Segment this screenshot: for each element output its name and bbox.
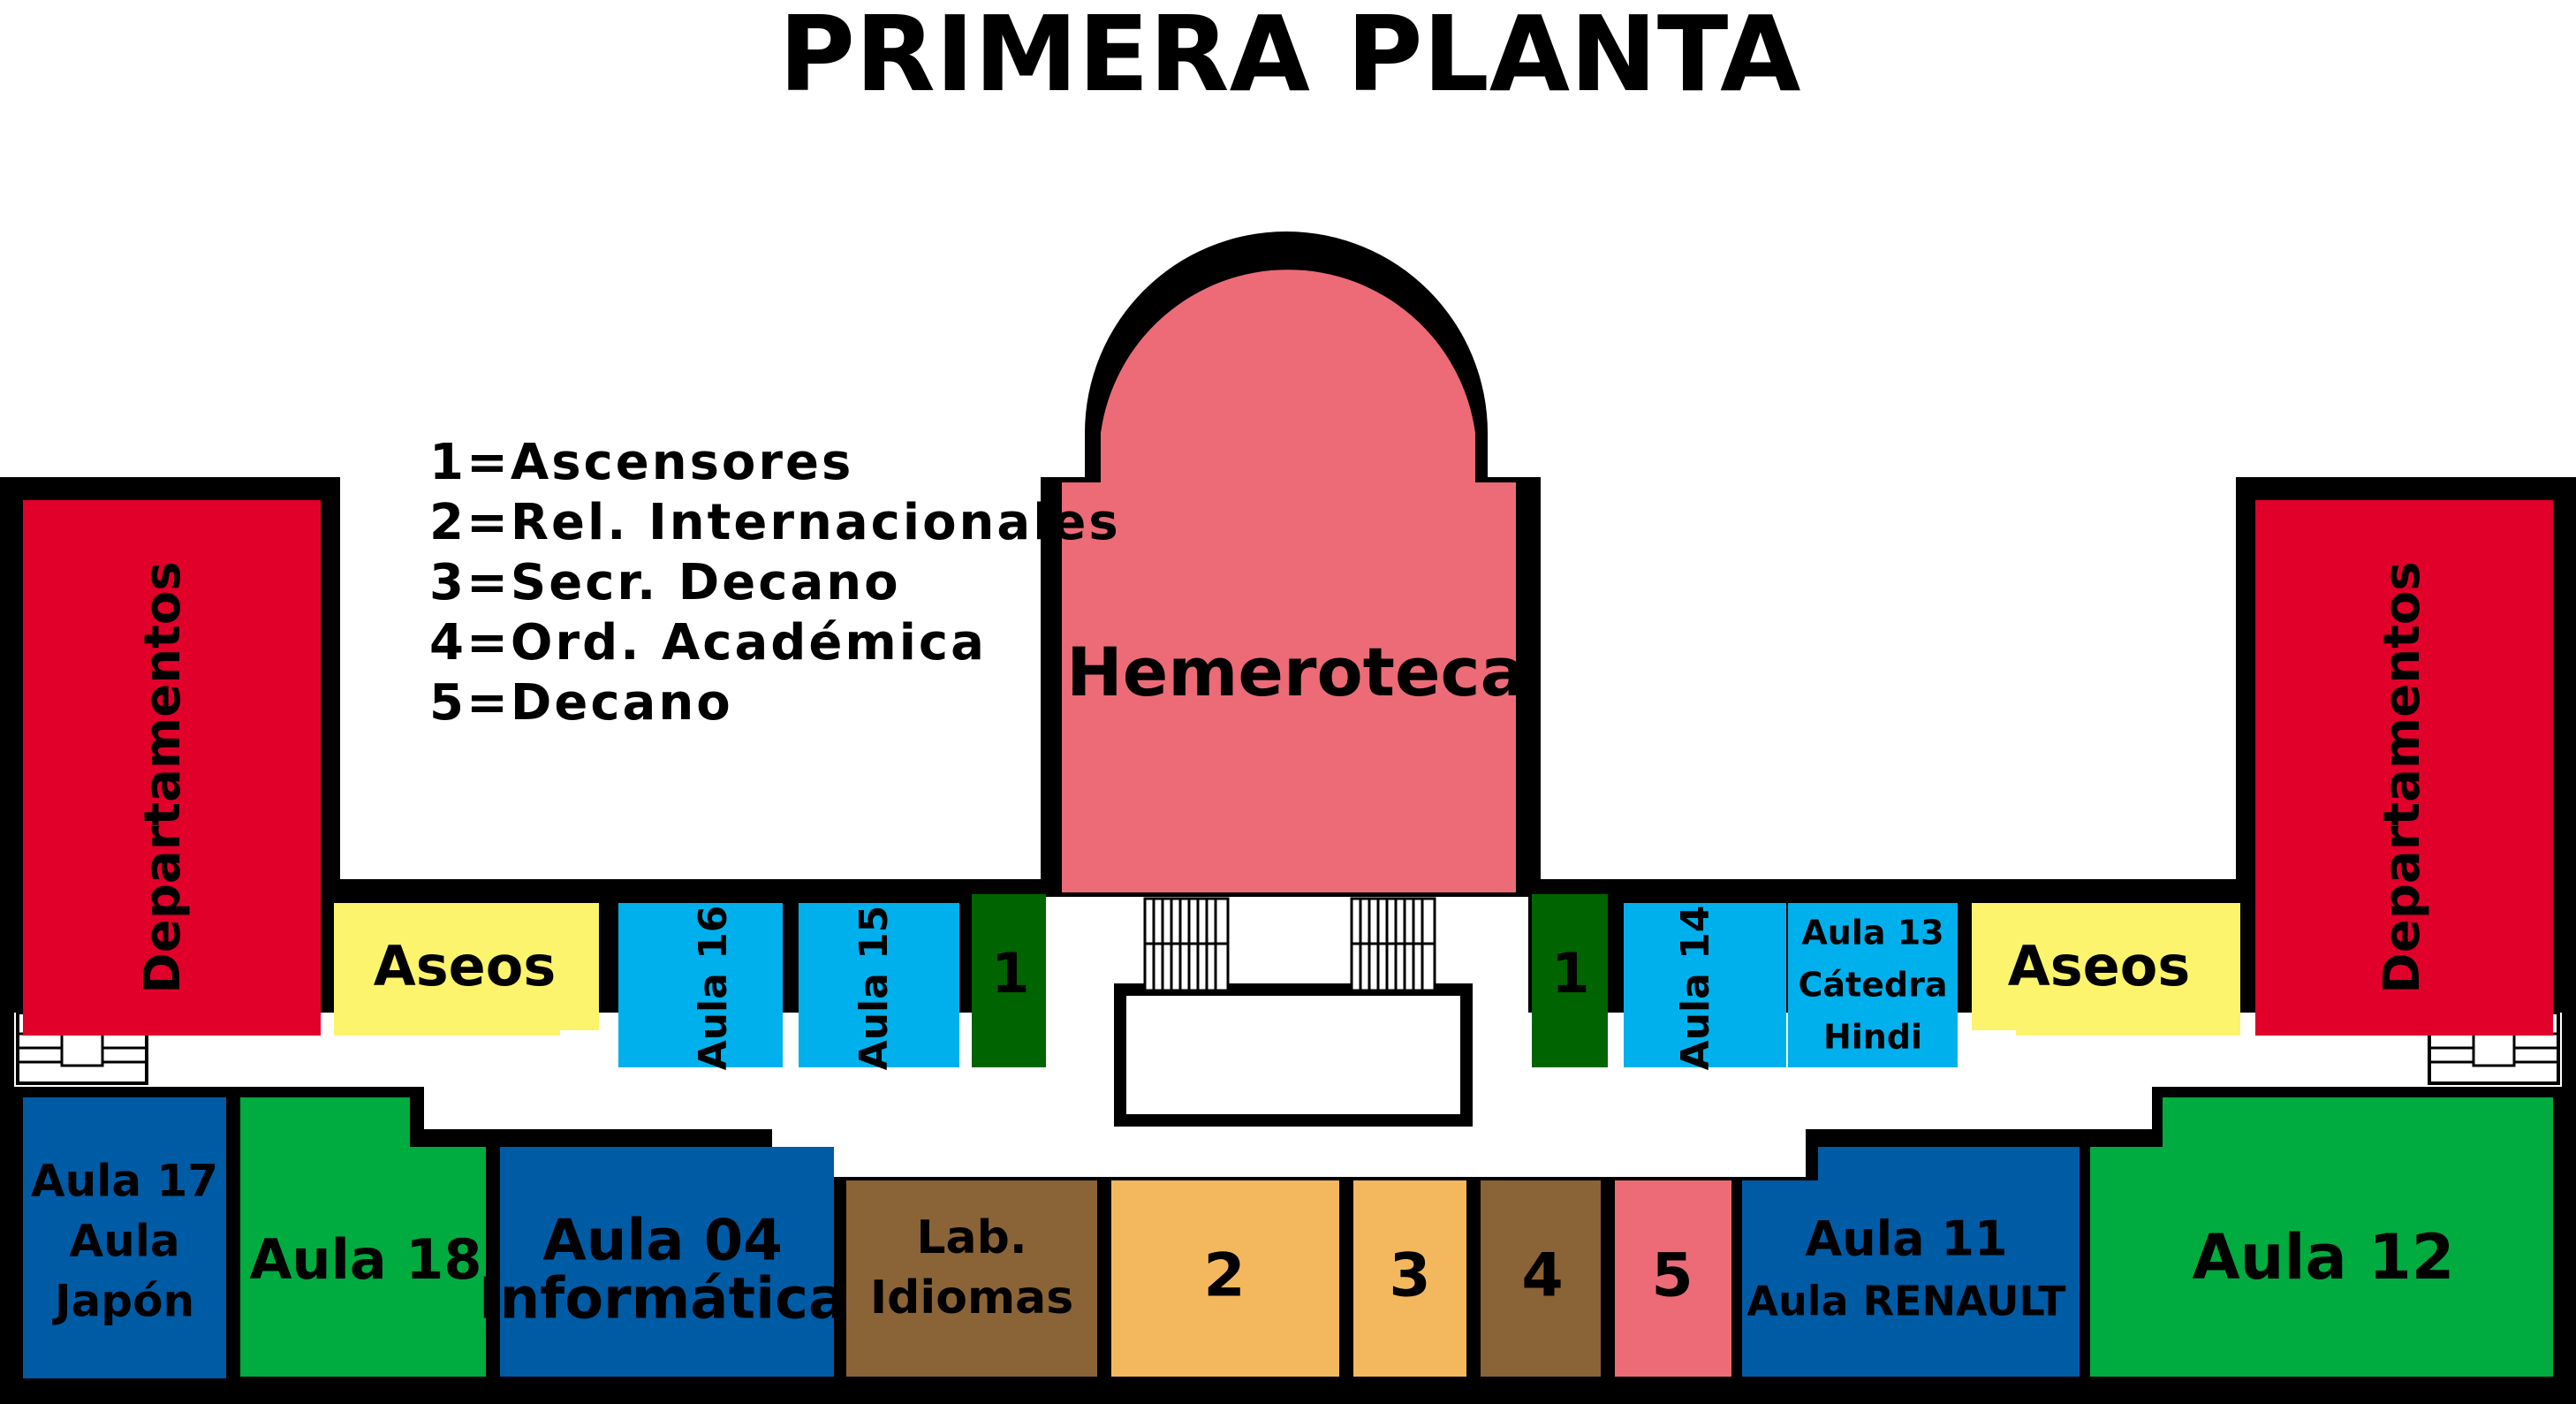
- label-aula-15: Aula 15: [852, 906, 897, 1071]
- room-ascensores-left[interactable]: [972, 894, 1046, 1067]
- label-aula-13-line1: Aula 13: [1801, 914, 1943, 952]
- room-aseos-left[interactable]: [334, 903, 599, 1036]
- stairs-steps-right: [1352, 899, 1435, 990]
- label-hemeroteca: Hemeroteca: [1066, 633, 1526, 711]
- legend-item-2: 2=Rel. Internacionales: [429, 494, 1121, 551]
- label-aula-04-line2: Informática: [479, 1267, 846, 1332]
- legend-item-5: 5=Decano: [429, 674, 733, 732]
- label-lab-idiomas-line2: Idiomas: [870, 1271, 1073, 1324]
- label-aula-13-line2: Cátedra: [1798, 966, 1947, 1005]
- room-ord-academica[interactable]: [1481, 1180, 1601, 1377]
- page-title: PRIMERA PLANTA: [779, 0, 1801, 115]
- room-aula-16[interactable]: [618, 903, 783, 1067]
- room-secr-decano[interactable]: [1353, 1180, 1466, 1377]
- label-room-2: 2: [1203, 1241, 1245, 1311]
- room-aula-13-catedra-hindi[interactable]: [1788, 903, 1958, 1067]
- label-ascensores-right: 1: [1551, 941, 1589, 1006]
- label-lab-idiomas-line1: Lab.: [916, 1211, 1027, 1264]
- room-departamentos-left[interactable]: [23, 500, 321, 1036]
- room-rel-internacionales[interactable]: [1111, 1180, 1339, 1377]
- legend-item-1: 1=Ascensores: [429, 434, 853, 491]
- label-aseos-left: Aseos: [374, 934, 556, 998]
- label-room-4: 4: [1521, 1241, 1563, 1311]
- room-aula-14[interactable]: [1624, 903, 1786, 1067]
- legend-item-4: 4=Ord. Académica: [429, 614, 987, 672]
- label-aula-11-line2: Aula RENAULT: [1746, 1278, 2066, 1325]
- label-aula-12: Aula 12: [2192, 1221, 2454, 1294]
- room-aula-11-aula-renault[interactable]: [1742, 1147, 2080, 1377]
- room-departamentos-right[interactable]: [2255, 500, 2553, 1036]
- room-aula-18[interactable]: [240, 1097, 486, 1377]
- label-aula-17-line2: Aula: [69, 1216, 179, 1267]
- room-decano[interactable]: [1615, 1180, 1731, 1377]
- label-departamentos-left: Departamentos: [134, 561, 192, 993]
- legend-item-3: 3=Secr. Decano: [429, 554, 901, 611]
- room-aula-12[interactable]: [2090, 1097, 2553, 1377]
- label-aula-17-line3: Japón: [52, 1276, 194, 1327]
- central-stairs: [1114, 897, 1473, 1127]
- label-aula-16: Aula 16: [691, 906, 736, 1071]
- label-aula-13-line3: Hindi: [1823, 1018, 1922, 1057]
- label-room-5: 5: [1651, 1241, 1693, 1311]
- label-aula-04-line1: Aula 04: [542, 1209, 783, 1274]
- label-aula-14: Aula 14: [1673, 906, 1718, 1071]
- label-aula-11-line1: Aula 11: [1805, 1211, 2007, 1267]
- label-aula-18: Aula 18: [249, 1227, 481, 1292]
- label-ascensores-left: 1: [991, 941, 1029, 1006]
- label-aula-17-line1: Aula 17: [31, 1156, 218, 1207]
- label-departamentos-right: Departamentos: [2374, 561, 2431, 993]
- room-aula-17-aula-japon[interactable]: [23, 1097, 226, 1378]
- room-aula-15[interactable]: [799, 903, 959, 1067]
- room-aseos-right[interactable]: [1972, 903, 2240, 1036]
- label-aseos-right: Aseos: [2008, 934, 2190, 998]
- room-ascensores-right[interactable]: [1532, 894, 1608, 1067]
- room-aula-04-informatica[interactable]: [500, 1147, 834, 1377]
- legend: 1=Ascensores 2=Rel. Internacionales 3=Se…: [429, 434, 1121, 732]
- stairs-steps-left: [1145, 899, 1228, 990]
- room-lab-idiomas[interactable]: [846, 1180, 1097, 1377]
- room-hemeroteca[interactable]: [1062, 269, 1516, 892]
- label-room-3: 3: [1389, 1241, 1430, 1311]
